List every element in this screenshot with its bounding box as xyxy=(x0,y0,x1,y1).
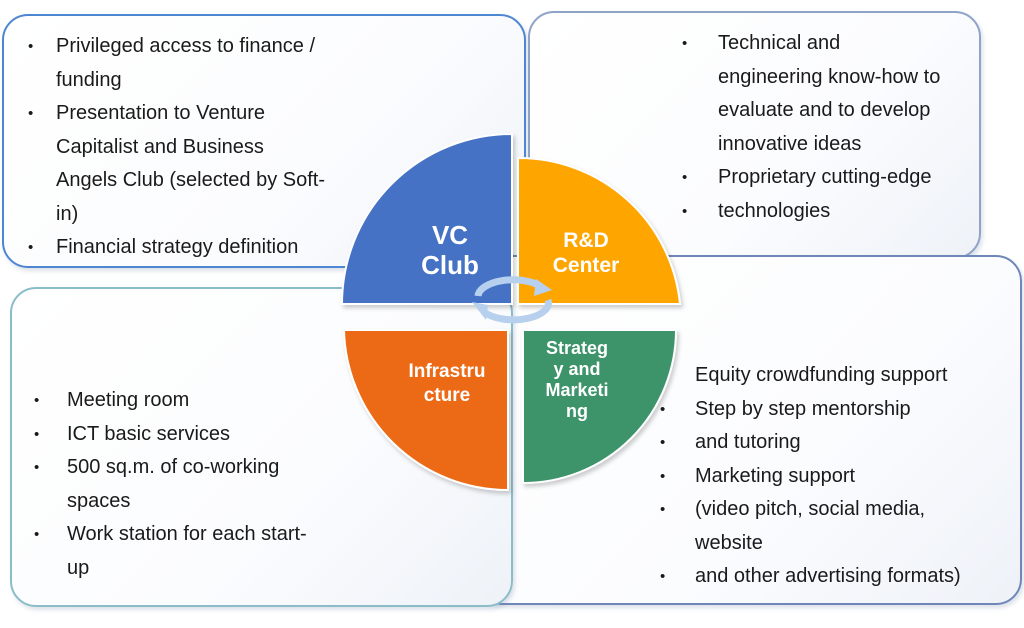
list-line-text: in) xyxy=(56,202,79,225)
list-line-text: evaluate and to develop xyxy=(718,99,931,121)
list-line: • and tutoring xyxy=(660,426,961,460)
strategy-marketing-list: Equity crowdfunding support • Step by step… xyxy=(660,359,961,594)
list-line: • 500 sq.m. of co-working xyxy=(34,451,307,485)
list-line: • Technical and xyxy=(682,27,940,61)
list-line: • Proprietary cutting-edge xyxy=(682,161,940,195)
list-line-text: Angels Club (selected by Soft- xyxy=(56,169,326,191)
list-line-text: Capitalist and Business xyxy=(56,135,264,158)
bullet-icon: • xyxy=(28,105,34,122)
list-line: • Presentation to Venture xyxy=(28,97,325,131)
label-line: Infrastru xyxy=(408,361,486,382)
list-line: • ICT basic services xyxy=(34,418,307,452)
list-line-text: Equity crowdfunding support xyxy=(695,364,948,386)
bullet-icon: • xyxy=(28,38,34,55)
list-line-text: innovative ideas xyxy=(718,132,862,155)
list-line: evaluate and to develop xyxy=(682,94,940,128)
list-line: • Step by step mentorship xyxy=(660,393,961,427)
list-line: • and other advertising formats) xyxy=(660,560,961,594)
list-line: website xyxy=(660,527,961,561)
list-line: in) xyxy=(28,198,325,232)
bullet-icon: • xyxy=(34,459,40,476)
list-line: funding xyxy=(28,64,325,98)
list-line-text: Meeting room xyxy=(67,389,190,411)
label-line: Center xyxy=(552,254,620,277)
list-line: up xyxy=(34,552,307,586)
list-line-text: and other advertising formats) xyxy=(695,565,961,587)
label-line: VC xyxy=(431,220,469,250)
strategy-marketing-quadrant xyxy=(522,329,678,485)
vc-club-box: • Privileged access to finance / funding • P… xyxy=(2,14,526,268)
label-line: cture xyxy=(423,385,471,406)
list-line: innovative ideas xyxy=(682,128,940,162)
list-line: engineering know-how to xyxy=(682,61,940,95)
list-line-text: ICT basic services xyxy=(67,422,231,445)
bullet-icon: • xyxy=(682,35,688,52)
list-line: • technologies xyxy=(682,195,940,229)
infrastructure-list: • Meeting room • ICT basic services • 500 sq.… xyxy=(34,384,307,585)
list-line-text: Proprietary cutting-edge xyxy=(718,166,932,188)
vc-club-quadrant xyxy=(340,132,513,305)
list-line-text: Technical and xyxy=(718,32,841,54)
list-line: Capitalist and Business xyxy=(28,131,325,165)
bullet-icon: • xyxy=(34,425,40,443)
infrastructure-quadrant xyxy=(342,329,509,492)
list-line-text: spaces xyxy=(67,489,131,512)
list-line-text: Financial strategy definition xyxy=(56,236,299,258)
label-line: ng xyxy=(566,401,588,421)
bullet-icon: • xyxy=(660,434,666,451)
list-line-text: engineering know-how to xyxy=(718,65,941,88)
label-line: R&D xyxy=(563,229,609,252)
bullet-icon: • xyxy=(34,526,40,543)
list-line-text: technologies xyxy=(718,199,831,222)
list-line: Equity crowdfunding support xyxy=(660,359,961,393)
bullet-icon: • xyxy=(660,400,666,418)
list-line: • Privileged access to finance / xyxy=(28,30,325,64)
bullet-icon: • xyxy=(660,467,666,485)
list-line: • (video pitch, social media, xyxy=(660,493,961,527)
list-line-text: funding xyxy=(56,68,122,91)
list-line-text: (video pitch, social media, xyxy=(695,498,926,520)
bullet-icon: • xyxy=(28,239,34,256)
bullet-icon: • xyxy=(682,169,688,186)
vc-club-list: • Privileged access to finance / funding • P… xyxy=(28,30,325,265)
cycle-arrows-icon xyxy=(472,276,552,324)
list-line-text: Presentation to Venture xyxy=(56,102,266,124)
list-line: Angels Club (selected by Soft- xyxy=(28,164,325,198)
label-line: y and xyxy=(553,359,601,379)
bullet-icon: • xyxy=(682,202,688,220)
list-line: • Marketing support xyxy=(660,460,961,494)
list-line: • Meeting room xyxy=(34,384,307,418)
list-line-text: website xyxy=(695,531,763,554)
list-line-text: Work station for each start- xyxy=(67,523,307,545)
list-line: spaces xyxy=(34,485,307,519)
rd-center-quadrant xyxy=(517,156,682,305)
list-line: • Financial strategy definition xyxy=(28,231,325,265)
label-line: Marketi xyxy=(545,380,609,400)
list-line-text: Step by step mentorship xyxy=(695,397,911,420)
bullet-icon: • xyxy=(660,501,666,518)
list-line: • Work station for each start- xyxy=(34,518,307,552)
label-line: Club xyxy=(421,250,479,280)
list-line-text: up xyxy=(67,556,90,579)
list-line-text: Privileged access to finance / xyxy=(56,35,316,57)
label-line: Strateg xyxy=(545,338,608,358)
bullet-icon: • xyxy=(660,568,666,585)
rd-center-list: • Technical and engineering know-how to eva… xyxy=(682,27,940,228)
infrastructure-label: Infrastru cture xyxy=(397,360,497,408)
list-line-text: and tutoring xyxy=(695,431,801,453)
list-line-text: 500 sq.m. of co-working xyxy=(67,456,280,478)
bullet-icon: • xyxy=(34,392,40,409)
list-line-text: Marketing support xyxy=(695,464,856,487)
